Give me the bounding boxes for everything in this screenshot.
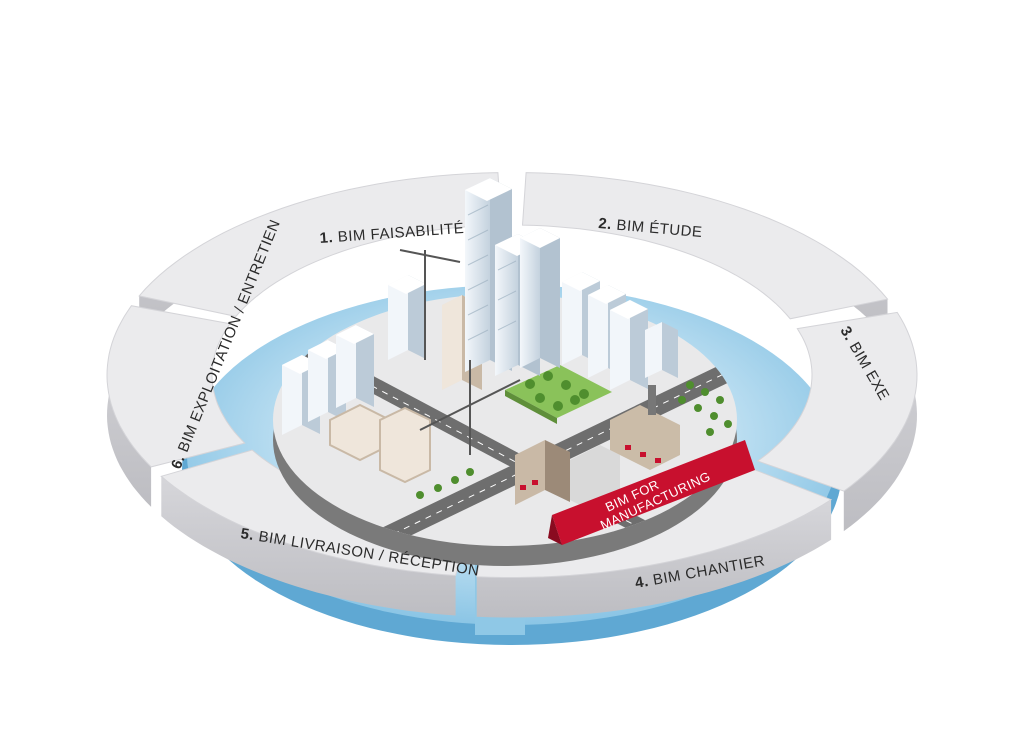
segment-3 (756, 311, 918, 532)
segment-3-side (843, 312, 917, 532)
segment-number-2: 2. (598, 215, 618, 234)
crane (399, 249, 521, 455)
segment-number-4: 4. (634, 572, 655, 592)
segment-2-top (521, 172, 889, 320)
park (505, 365, 612, 418)
segment-number-6: 6. (168, 448, 191, 471)
city-island: BIM FOR MANUFACTURING (273, 178, 755, 566)
segment-number-1: 1. (319, 229, 338, 247)
segment-4-side (476, 499, 832, 618)
buildings (282, 178, 732, 510)
segment-number-3: 3. (837, 324, 861, 348)
segment-3-top (756, 311, 918, 492)
segment-number-5: 5. (239, 525, 260, 545)
segment-6-top (106, 305, 246, 468)
segment-2 (521, 172, 889, 340)
segment-6 (106, 305, 246, 507)
segment-5-side (161, 476, 456, 616)
factory (515, 385, 680, 510)
